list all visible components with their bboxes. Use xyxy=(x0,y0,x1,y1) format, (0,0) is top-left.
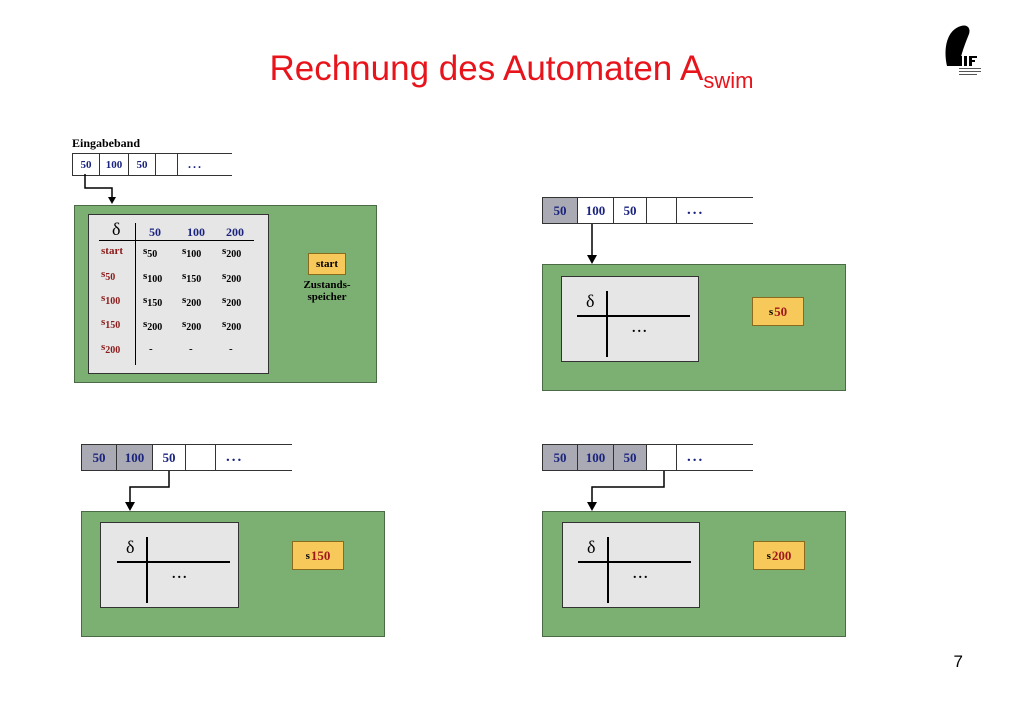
table-column-rule xyxy=(607,537,609,603)
table-header-rule xyxy=(117,561,230,563)
transition-table-collapsed: δ ... xyxy=(100,522,239,608)
table-cell: s200 xyxy=(182,318,202,334)
table-row-state: s200 xyxy=(101,341,121,357)
tape-cell xyxy=(155,154,177,175)
delta-symbol: δ xyxy=(587,537,596,557)
delta-symbol: δ xyxy=(586,291,595,311)
table-column-rule xyxy=(606,291,608,357)
tape-cell: 50 xyxy=(152,445,185,470)
table-cell: s200 xyxy=(182,294,202,310)
tape-cell xyxy=(185,445,215,470)
input-tape-4: 50 100 50 ... xyxy=(542,444,753,471)
transition-table-collapsed: δ ... xyxy=(562,522,700,608)
tape-cell: 50 xyxy=(128,154,155,175)
table-ellipsis: ... xyxy=(633,567,650,582)
tape-cell-read: 50 xyxy=(542,198,577,223)
page-number: 7 xyxy=(953,652,963,671)
tape-cell-ellipsis: ... xyxy=(177,154,232,175)
tape-cell: 50 xyxy=(613,198,646,223)
table-header-rule xyxy=(99,240,254,241)
table-cell: s150 xyxy=(143,294,163,310)
slide-title: Rechnung des Automaten Aswim xyxy=(0,44,1023,106)
table-row-state: s150 xyxy=(101,316,121,332)
tape-cell: 100 xyxy=(577,198,613,223)
table-row-state: s50 xyxy=(101,268,116,284)
table-cell: s150 xyxy=(182,270,202,286)
table-row-state: s100 xyxy=(101,292,121,308)
tape-cell xyxy=(646,198,676,223)
table-cell: s100 xyxy=(182,245,202,261)
table-cell: s200 xyxy=(143,318,163,334)
tape-cell-ellipsis: ... xyxy=(215,445,292,470)
transition-table-collapsed: δ ... xyxy=(561,276,699,362)
table-col-header: 100 xyxy=(187,225,205,239)
table-ellipsis: ... xyxy=(632,321,649,336)
input-tape-3: 50 100 50 ... xyxy=(81,444,292,471)
tape-cell-read: 100 xyxy=(577,445,613,470)
transition-table: δ 50 100 200 start s50 s100 s150 s200 s5… xyxy=(88,214,269,374)
tape-cell: 50 xyxy=(72,154,99,175)
table-cell: s200 xyxy=(222,294,242,310)
input-tape-2: 50 100 50 ... xyxy=(542,197,753,224)
table-cell: s50 xyxy=(143,245,158,261)
institute-logo xyxy=(933,22,993,80)
state-storage-label: Zustands- speicher xyxy=(303,279,351,303)
table-col-header: 50 xyxy=(149,225,161,239)
table-column-rule xyxy=(135,223,136,365)
table-ellipsis: ... xyxy=(172,567,189,582)
table-cell: - xyxy=(229,343,233,355)
tape-cell xyxy=(646,445,676,470)
table-header-rule xyxy=(578,561,691,563)
state-storage-1: start xyxy=(308,253,346,275)
table-cell: s100 xyxy=(143,270,163,286)
title-main: Rechnung des Automaten A xyxy=(269,49,704,88)
tape-cell-ellipsis: ... xyxy=(676,445,753,470)
title-subscript: swim xyxy=(703,68,754,93)
input-tape-label: Eingabeband xyxy=(72,136,141,150)
table-column-rule xyxy=(146,537,148,603)
delta-symbol: δ xyxy=(126,537,135,557)
table-cell: s200 xyxy=(222,245,242,261)
table-header-rule xyxy=(577,315,690,317)
tape-cell-ellipsis: ... xyxy=(676,198,753,223)
tape-cell-read: 50 xyxy=(81,445,116,470)
input-tape-1: 50 100 50 ... xyxy=(72,153,232,176)
table-row-state: start xyxy=(101,245,123,257)
table-col-header: 200 xyxy=(226,225,244,239)
table-cell: s200 xyxy=(222,318,242,334)
table-cell: s200 xyxy=(222,270,242,286)
delta-symbol: δ xyxy=(112,219,121,239)
tape-cell: 100 xyxy=(99,154,128,175)
tape-cell-read: 50 xyxy=(613,445,646,470)
tape-cell-read: 100 xyxy=(116,445,152,470)
table-cell: - xyxy=(189,343,193,355)
tape-cell-read: 50 xyxy=(542,445,577,470)
table-cell: - xyxy=(149,343,153,355)
